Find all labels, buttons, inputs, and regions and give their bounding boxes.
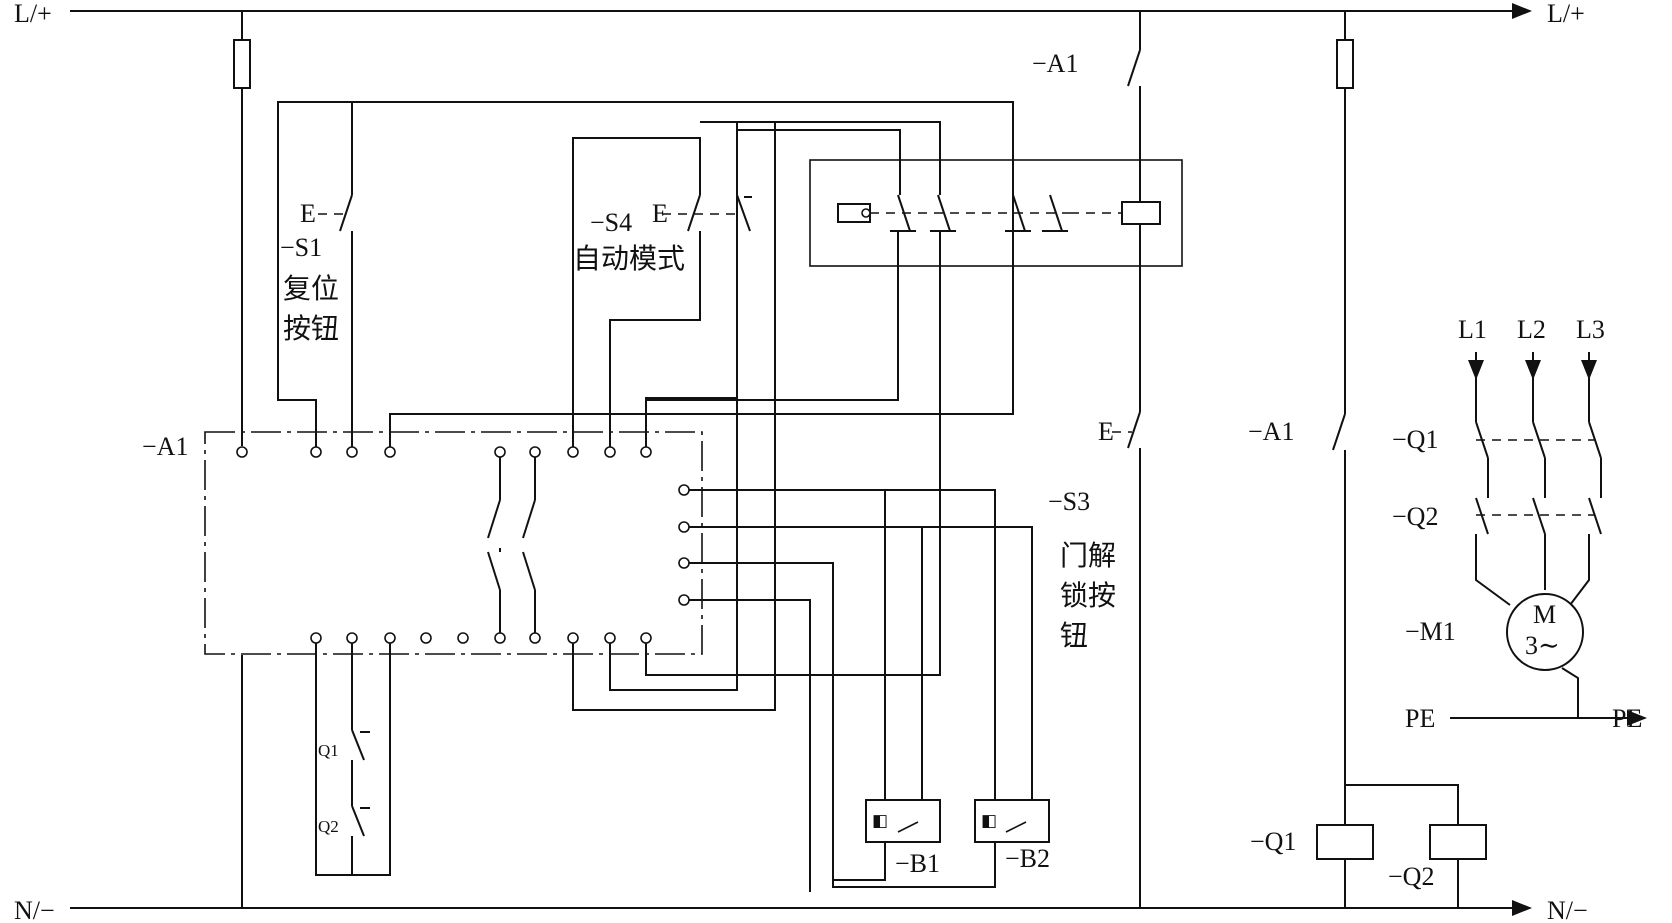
pe-label-left: PE (1405, 704, 1435, 733)
s3-door-unlock-button: −S3 门解 锁按 钮 (1048, 487, 1116, 652)
a1-contact-right-label: −A1 (1248, 417, 1294, 446)
bottom-bus: N/− N/− (14, 896, 1588, 923)
s1-e-mark: E (300, 199, 316, 228)
a1-right-terminals (678, 484, 690, 606)
pe-label-right: PE (1612, 704, 1642, 733)
s4-tag: −S4 (590, 208, 632, 237)
motor-q1-label: −Q1 (1392, 425, 1438, 454)
q2-coil (1429, 824, 1487, 860)
top-bus: L/+ L/+ (14, 0, 1585, 28)
sensor-b2: ◧ −B2 (974, 799, 1050, 873)
sensor-wiring (689, 489, 1033, 892)
s4-e-mark: E (652, 199, 668, 228)
q1-coil (1316, 824, 1374, 860)
contactor-coils: −Q1 −Q2 (1250, 784, 1487, 908)
s1-desc-line1: 复位 (283, 272, 339, 305)
a1-module-label: −A1 (142, 432, 188, 461)
s1-reset-button: E −S1 复位 按钮 (277, 101, 1014, 447)
bus-label-bottom-right: N/− (1547, 896, 1588, 923)
door-interlock-switch (572, 121, 1183, 711)
motor-m-label: M (1533, 600, 1556, 629)
q1-coil-label: −Q1 (1250, 827, 1296, 856)
b1-label: −B1 (895, 849, 940, 878)
m1-label: −M1 (1405, 617, 1456, 646)
feedback-loop: Q1 Q2 (315, 643, 391, 876)
phase-label-1: L1 (1458, 315, 1487, 344)
s4-auto-mode-switch: E −S4 自动模式 (572, 121, 775, 447)
motor-phase-label: 3∼ (1525, 631, 1560, 660)
b1-symbol-icon: ◧ (872, 811, 888, 830)
s3-desc-line2: 锁按 (1060, 579, 1116, 612)
sensor-b1: ◧ −B1 (865, 799, 941, 878)
s1-desc-line2: 按钮 (283, 312, 339, 345)
bus-label-bottom-left: N/− (14, 896, 55, 923)
e-contact-mark: E (1098, 417, 1114, 446)
b2-symbol-icon: ◧ (981, 811, 997, 830)
b2-label: −B2 (1005, 844, 1050, 873)
s3-desc-line3: 钮 (1060, 619, 1088, 652)
a1-top-terminals (236, 446, 652, 458)
s3-tag: −S3 (1048, 487, 1090, 516)
motor-m1 (1506, 593, 1584, 671)
q2-nc-label: Q2 (318, 817, 339, 836)
s3-desc-line1: 门解 (1060, 539, 1116, 572)
a1-bottom-terminals (310, 632, 652, 644)
bus-label-top-left: L/+ (14, 0, 52, 28)
s1-tag: −S1 (280, 233, 322, 262)
a1-internal-contacts (487, 457, 536, 633)
fuse-left (233, 11, 251, 908)
motor-q2-label: −Q2 (1392, 502, 1438, 531)
phase-label-3: L3 (1576, 315, 1605, 344)
a1-output-contact-right: −A1 E (1032, 11, 1141, 908)
motor-circuit: L1 L2 L3 −Q1 −Q2 M 3∼ −M1 PE PE (1392, 315, 1647, 733)
bus-label-top-right: L/+ (1547, 0, 1585, 28)
a1-safety-module: −A1 (142, 431, 703, 655)
q1-nc-label: Q1 (318, 741, 339, 760)
fuse-right: −A1 (1248, 11, 1354, 785)
solenoid-coil (1121, 201, 1161, 225)
q2-coil-label: −Q2 (1388, 862, 1434, 891)
s4-desc: 自动模式 (573, 242, 685, 275)
phase-label-2: L2 (1517, 315, 1546, 344)
a1-contact-top-label: −A1 (1032, 49, 1078, 78)
